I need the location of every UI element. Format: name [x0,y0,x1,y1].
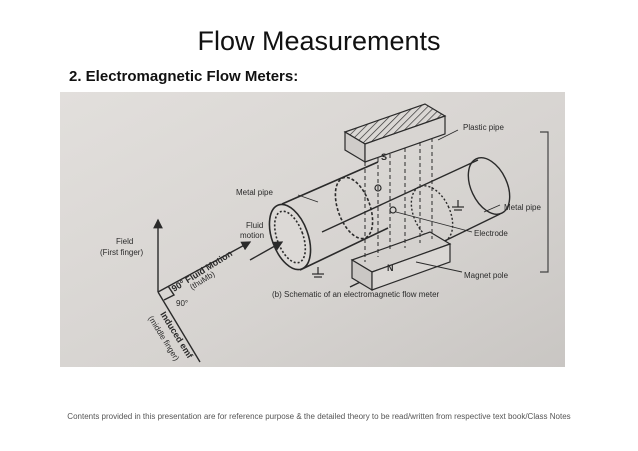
caption-label: (b) Schematic of an electromagnetic flow… [272,290,440,299]
right-hand-rule-axes [153,218,252,363]
metal-pipe [268,161,389,271]
footer-note: Contents provided in this presentation a… [67,412,571,421]
electrode-label: Electrode [474,229,508,238]
fluid-motion-arrow [249,241,284,261]
schematic-svg: S N Plastic pip [60,92,565,367]
angle-label: 90° [176,299,188,308]
electrode-bottom [389,206,397,214]
frame-line [540,131,549,273]
magnet-s-pole [343,103,447,164]
ground-symbols [312,200,464,278]
magnetic-field-lines [364,138,433,262]
first-finger-label: (First finger) [100,248,143,257]
metal-pipe-left-label: Metal pipe [236,188,273,197]
electrode-top [374,184,382,192]
magnet-n-pole [350,231,452,292]
fluid-label: Fluid [246,221,263,230]
page-title: Flow Measurements [197,26,441,56]
leader-lines [297,129,501,273]
field-label: Field [116,237,133,246]
motion-label: motion [240,231,264,240]
plastic-pipe-label: Plastic pipe [463,123,504,132]
flow-meter-schematic: S N Plastic pip [60,92,565,367]
magnet-pole-label: Magnet pole [464,271,509,280]
metal-pipe-right-label: Metal pipe [504,203,541,212]
section-heading: 2. Electromagnetic Flow Meters: [69,68,299,85]
n-pole-label: N [387,263,394,273]
paper-background [60,92,565,367]
s-pole-label: S [381,152,387,162]
